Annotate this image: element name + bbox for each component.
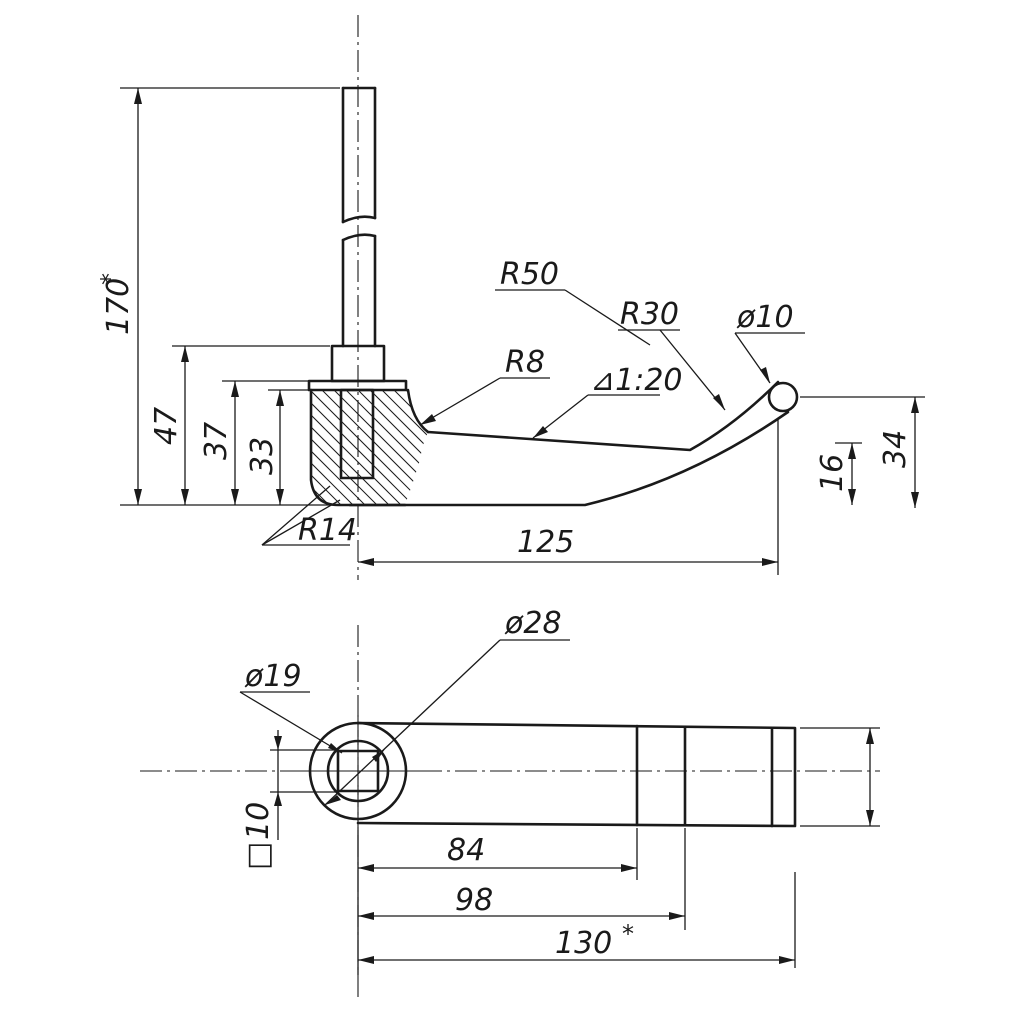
hatch-line	[419, 390, 428, 505]
label-r30: R30	[620, 297, 679, 332]
label-37: 37	[199, 422, 234, 460]
hatch-line	[311, 390, 400, 505]
hatch-line	[383, 390, 428, 505]
hatch-line	[444, 380, 579, 515]
lever-tip	[767, 381, 799, 413]
hatch-line	[311, 390, 376, 505]
hatch-line	[323, 390, 428, 505]
shaft	[341, 86, 377, 348]
label-98: 98	[455, 883, 493, 918]
label-16: 16	[815, 454, 850, 492]
hatch-line	[311, 390, 424, 505]
side-view-labels: R50 R30 ø10 R8 ⊿1:20 R14 125 170 * 47 37…	[96, 257, 913, 560]
hatch-line	[335, 390, 428, 505]
hub-outline	[309, 388, 430, 507]
lever-lower-edge	[348, 410, 790, 507]
vertical-dimensions	[120, 87, 925, 508]
label-r8: R8	[505, 345, 545, 380]
label-130-mark: *	[622, 920, 634, 948]
label-r14: R14	[298, 513, 357, 548]
hatch-line	[311, 390, 352, 505]
hatch-line	[359, 390, 428, 505]
hatch-line	[311, 390, 388, 505]
label-sq10: 10	[241, 802, 276, 840]
hub-section-hatching	[311, 380, 591, 515]
side-view: R50 R30 ø10 R8 ⊿1:20 R14 125 170 * 47 37…	[96, 15, 925, 580]
label-d19: ø19	[244, 659, 302, 694]
lever-upper-edge	[426, 380, 780, 452]
hatch-line	[371, 390, 428, 505]
label-33: 33	[245, 437, 280, 475]
hatch-line	[311, 390, 428, 505]
label-square-symbol: □	[241, 842, 276, 870]
label-170: 170	[101, 278, 136, 335]
label-125: 125	[517, 525, 574, 560]
label-170-mark: *	[96, 273, 124, 285]
label-34: 34	[878, 430, 913, 468]
hatch-line	[432, 380, 567, 515]
hatch-line	[311, 390, 340, 505]
hatch-line	[395, 390, 428, 505]
label-47: 47	[149, 407, 184, 445]
leaders	[261, 289, 805, 546]
label-130: 130	[555, 926, 612, 961]
hatch-line	[347, 390, 428, 505]
label-taper: ⊿1:20	[590, 363, 683, 398]
dimension-125	[358, 420, 779, 575]
label-d10: ø10	[736, 300, 794, 335]
label-r50: R50	[500, 257, 559, 292]
hatch-line	[311, 390, 364, 505]
square-socket	[339, 388, 375, 480]
arm-outline	[356, 721, 797, 828]
hatch-line	[407, 390, 428, 505]
hatch-line	[311, 390, 412, 505]
label-84: 84	[447, 833, 485, 868]
hatch-line	[456, 380, 591, 515]
label-d28: ø28	[504, 606, 562, 641]
top-view: ø28 ø19 84 98 130 * □ 10	[140, 606, 880, 1000]
